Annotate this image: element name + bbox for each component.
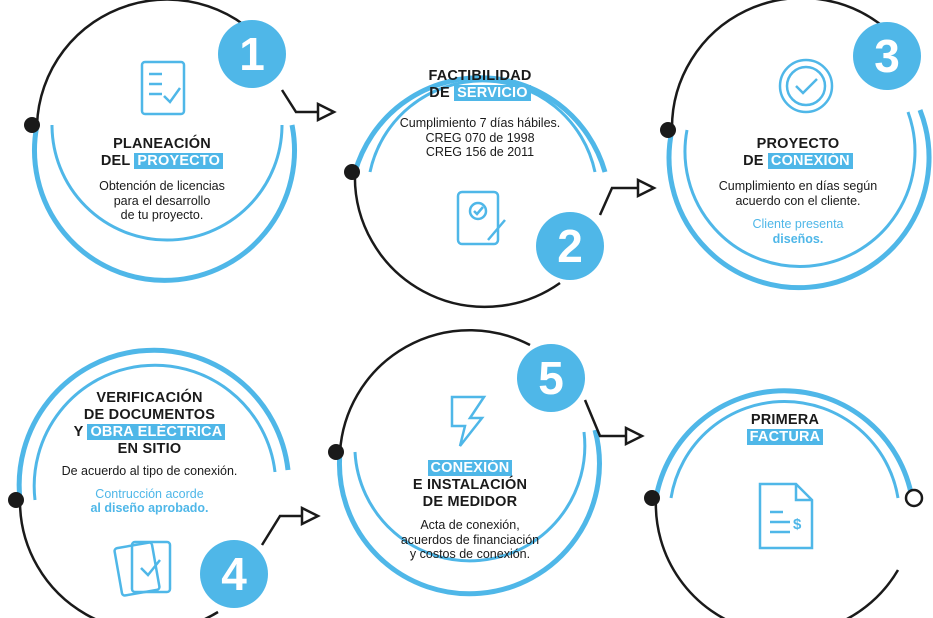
step-6-title-highlight: FACTURA	[746, 429, 824, 445]
step-2-description-line: CREG 156 de 2011	[425, 145, 535, 159]
step-4-number-badge: 4	[200, 540, 268, 608]
step-3-title-line: DE CONEXIÓN	[693, 153, 903, 170]
step-4-note: Contrucción acorde al diseño aprobado.	[42, 487, 257, 516]
document-pencil-icon	[456, 190, 506, 246]
step-2-title: FACTIBILIDAD DE SERVICIO	[375, 68, 585, 102]
step-6-title-line: PRIMERA	[750, 412, 820, 428]
step-4-title-line: DE DOCUMENTOS	[83, 407, 216, 423]
step-5-title-highlight: CONEXIÓN	[427, 460, 513, 476]
step-5-text: CONEXIÓN E INSTALACIÓN DE MEDIDOR Acta d…	[370, 460, 570, 562]
step-1-title-highlight: PROYECTO	[134, 153, 224, 169]
step-2-title-line: FACTIBILIDAD	[428, 68, 532, 84]
step-1-description: Obtención de licencias para el desarroll…	[62, 179, 262, 223]
step-1-start-dot	[24, 117, 40, 133]
check-circle-icon	[778, 58, 834, 114]
step-5-title: CONEXIÓN E INSTALACIÓN DE MEDIDOR	[370, 460, 570, 511]
step-3-description-line: acuerdo con el cliente.	[735, 193, 861, 208]
step-4-description-line: De acuerdo al tipo de conexión.	[61, 464, 238, 478]
invoice-dollar-sign: $	[793, 516, 802, 533]
step-4-description: De acuerdo al tipo de conexión.	[42, 464, 257, 479]
step-3-title-highlight: CONEXIÓN	[767, 153, 853, 169]
step-4-circle	[8, 347, 291, 618]
connector-2-3-arrow	[598, 177, 657, 216]
step-5-description-line: y costos de conexión.	[409, 547, 531, 561]
step-4-title-prefix: Y	[73, 424, 88, 440]
step-2-description-line: CREG 070 de 1998	[425, 130, 535, 145]
step-6-title-line: FACTURA	[705, 429, 865, 446]
connector-5-6-arrow	[583, 399, 645, 447]
step-5-description-line: Acta de conexión,	[420, 518, 520, 532]
step-6-text: PRIMERA FACTURA	[705, 412, 865, 446]
step-4-title: VERIFICACIÓN DE DOCUMENTOS Y OBRA ELÉCTR…	[42, 390, 257, 458]
step-6-circle	[644, 388, 924, 618]
step-2-description-line: Cumplimiento 7 días hábiles.	[399, 116, 561, 130]
checklist-document-icon	[140, 60, 186, 116]
step-4-title-line: VERIFICACIÓN	[96, 390, 203, 406]
step-3-text: PROYECTO DE CONEXIÓN Cumplimiento en día…	[693, 136, 903, 246]
step-5-description: Acta de conexión, acuerdos de financiaci…	[370, 518, 570, 562]
connector-4-5-arrow	[260, 505, 321, 546]
step-5-number-badge: 5	[517, 344, 585, 412]
step-4-title-line: EN SITIO	[117, 441, 182, 457]
step-5-title-line: CONEXIÓN	[370, 460, 570, 477]
step-3-start-dot	[660, 122, 676, 138]
step-1-title-prefix: DEL	[100, 153, 135, 169]
step-3-note-line: diseños.	[772, 231, 824, 246]
lightning-bolt-icon	[450, 395, 487, 447]
step-1-number-badge: 1	[218, 20, 286, 88]
step-3-title-line: PROYECTO	[756, 136, 840, 152]
stacked-documents-check-icon	[113, 540, 172, 597]
step-4-note-line: Contrucción acorde	[95, 486, 204, 501]
step-4-text: VERIFICACIÓN DE DOCUMENTOS Y OBRA ELÉCTR…	[42, 390, 257, 516]
step-1-title-line: DEL PROYECTO	[62, 153, 262, 170]
step-5-circle	[328, 328, 602, 597]
step-2-description: Cumplimiento 7 días hábiles. CREG 070 de…	[375, 116, 585, 160]
step-2-number-badge: 2	[536, 212, 604, 280]
step-2-title-highlight: SERVICIO	[454, 85, 531, 101]
step-1-description-line: Obtención de licencias	[99, 179, 225, 193]
step-4-start-dot	[8, 492, 24, 508]
step-2-title-line: DE SERVICIO	[375, 85, 585, 102]
step-2-start-dot	[344, 164, 360, 180]
step-1-description-line: de tu proyecto.	[120, 208, 204, 222]
step-6-title: PRIMERA FACTURA	[705, 412, 865, 446]
step-5-start-dot	[328, 444, 344, 460]
step-1-title: PLANEACIÓN DEL PROYECTO	[62, 136, 262, 170]
step-2-text: FACTIBILIDAD DE SERVICIO Cumplimiento 7 …	[375, 68, 585, 160]
step-1-title-line: PLANEACIÓN	[113, 136, 211, 152]
step-2-circle	[344, 75, 608, 309]
step-3-circle	[660, 0, 932, 291]
connector-1-2-arrow	[280, 89, 337, 123]
end-dot	[904, 488, 924, 508]
step-1-description-line: para el desarrollo	[113, 193, 211, 208]
step-3-note-line: Cliente presenta	[752, 217, 844, 231]
step-3-note: Cliente presenta diseños.	[693, 217, 903, 246]
step-3-description-line: Cumplimiento en días según	[718, 179, 878, 193]
step-1-text: PLANEACIÓN DEL PROYECTO Obtención de lic…	[62, 136, 262, 223]
step-5-description-line: acuerdos de financiación	[400, 532, 540, 547]
step-5-title-line: E INSTALACIÓN	[412, 477, 528, 493]
step-3-description: Cumplimiento en días según acuerdo con e…	[693, 179, 903, 208]
step-3-title: PROYECTO DE CONEXIÓN	[693, 136, 903, 170]
invoice-icon	[758, 482, 814, 550]
step-3-number-badge: 3	[853, 22, 921, 90]
step-3-title-prefix: DE	[743, 153, 768, 169]
step-4-title-highlight: OBRA ELÉCTRICA	[87, 424, 226, 440]
step-1-circle	[24, 0, 297, 283]
step-5-title-line: DE MEDIDOR	[422, 494, 518, 510]
step-4-title-line: Y OBRA ELÉCTRICA	[42, 424, 257, 441]
step-2-title-prefix: DE	[429, 85, 455, 101]
step-4-note-line: al diseño aprobado.	[90, 501, 209, 515]
step-6-start-dot	[644, 490, 660, 506]
